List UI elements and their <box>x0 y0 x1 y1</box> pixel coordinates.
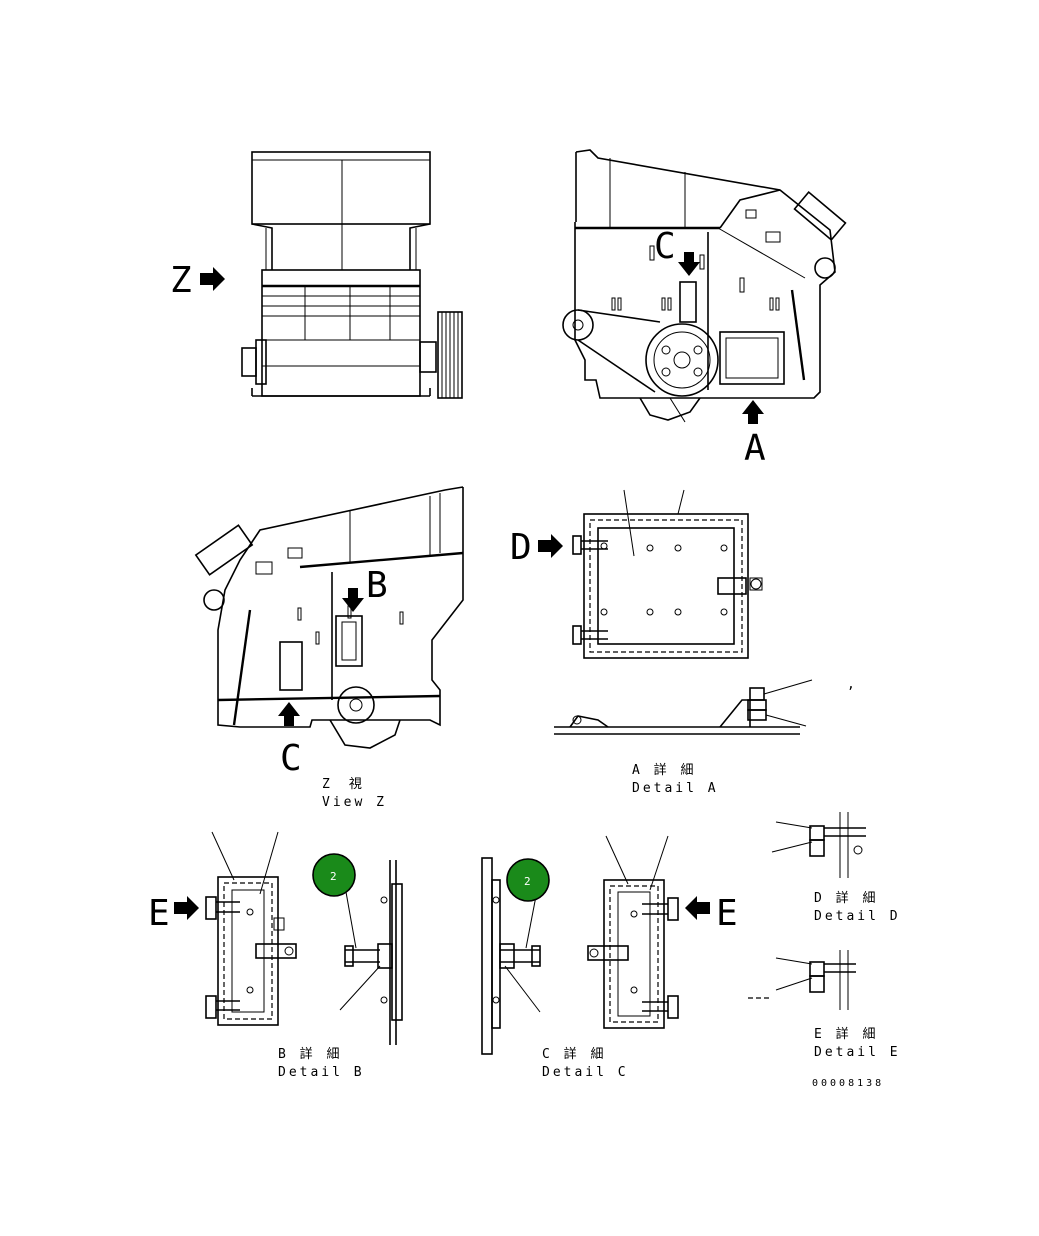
callout-circle-left <box>312 853 356 897</box>
drawing-number: 00008138 <box>812 1078 884 1089</box>
caption-detail-e-jp: E 詳 細 <box>814 1026 878 1042</box>
view-a-arrow-icon <box>742 400 764 424</box>
callout-circle-right <box>506 858 550 902</box>
caption-detail-c-jp: C 詳 細 <box>542 1046 606 1062</box>
view-letter-d: D <box>510 527 532 568</box>
detail-b-drawing <box>205 831 403 1045</box>
caption-detail-c-en: Detail C <box>542 1065 629 1080</box>
view-e-left-arrow-icon <box>174 896 199 920</box>
caption-detail-b-jp: B 詳 細 <box>278 1046 342 1062</box>
detail-d-drawing <box>771 812 866 878</box>
caption-detail-e-en: Detail E <box>814 1045 901 1060</box>
caption-detail-d-en: Detail D <box>814 909 901 924</box>
side-view-right-drawing <box>562 149 847 423</box>
detail-a-drawing <box>554 489 813 735</box>
view-letter-z: Z <box>170 260 192 301</box>
stray-mark: , <box>847 677 858 692</box>
view-b-arrow-icon <box>342 588 364 612</box>
view-c-bottom-arrow-icon <box>278 702 300 726</box>
view-e-right-arrow-icon <box>685 896 710 920</box>
view-letter-b: B <box>366 565 388 606</box>
caption-view-z-en: View Z <box>322 795 387 810</box>
caption-detail-b-en: Detail B <box>278 1065 365 1080</box>
view-letter-e-left: E <box>148 893 170 934</box>
callout-number-right: 2 <box>524 875 531 888</box>
caption-detail-d-jp: D 詳 細 <box>814 890 878 906</box>
view-z-arrow-icon <box>200 267 225 291</box>
caption-detail-a-jp: A 詳 細 <box>632 762 696 778</box>
view-z-drawing <box>194 486 464 749</box>
caption-view-z-jp: Z 視 <box>322 777 365 792</box>
view-letter-e-right: E <box>716 893 738 934</box>
front-view-drawing <box>241 151 463 399</box>
detail-e-drawing <box>748 950 856 1010</box>
view-d-arrow-icon <box>538 534 563 558</box>
callout-number-left: 2 <box>330 870 337 883</box>
view-letter-a: A <box>744 428 766 469</box>
view-c-top-arrow-icon <box>678 252 700 276</box>
view-letter-c-bottom: C <box>280 738 302 779</box>
caption-detail-a-en: Detail A <box>632 781 719 796</box>
detail-c-drawing <box>481 835 679 1055</box>
view-letter-c-top: C <box>654 226 676 267</box>
